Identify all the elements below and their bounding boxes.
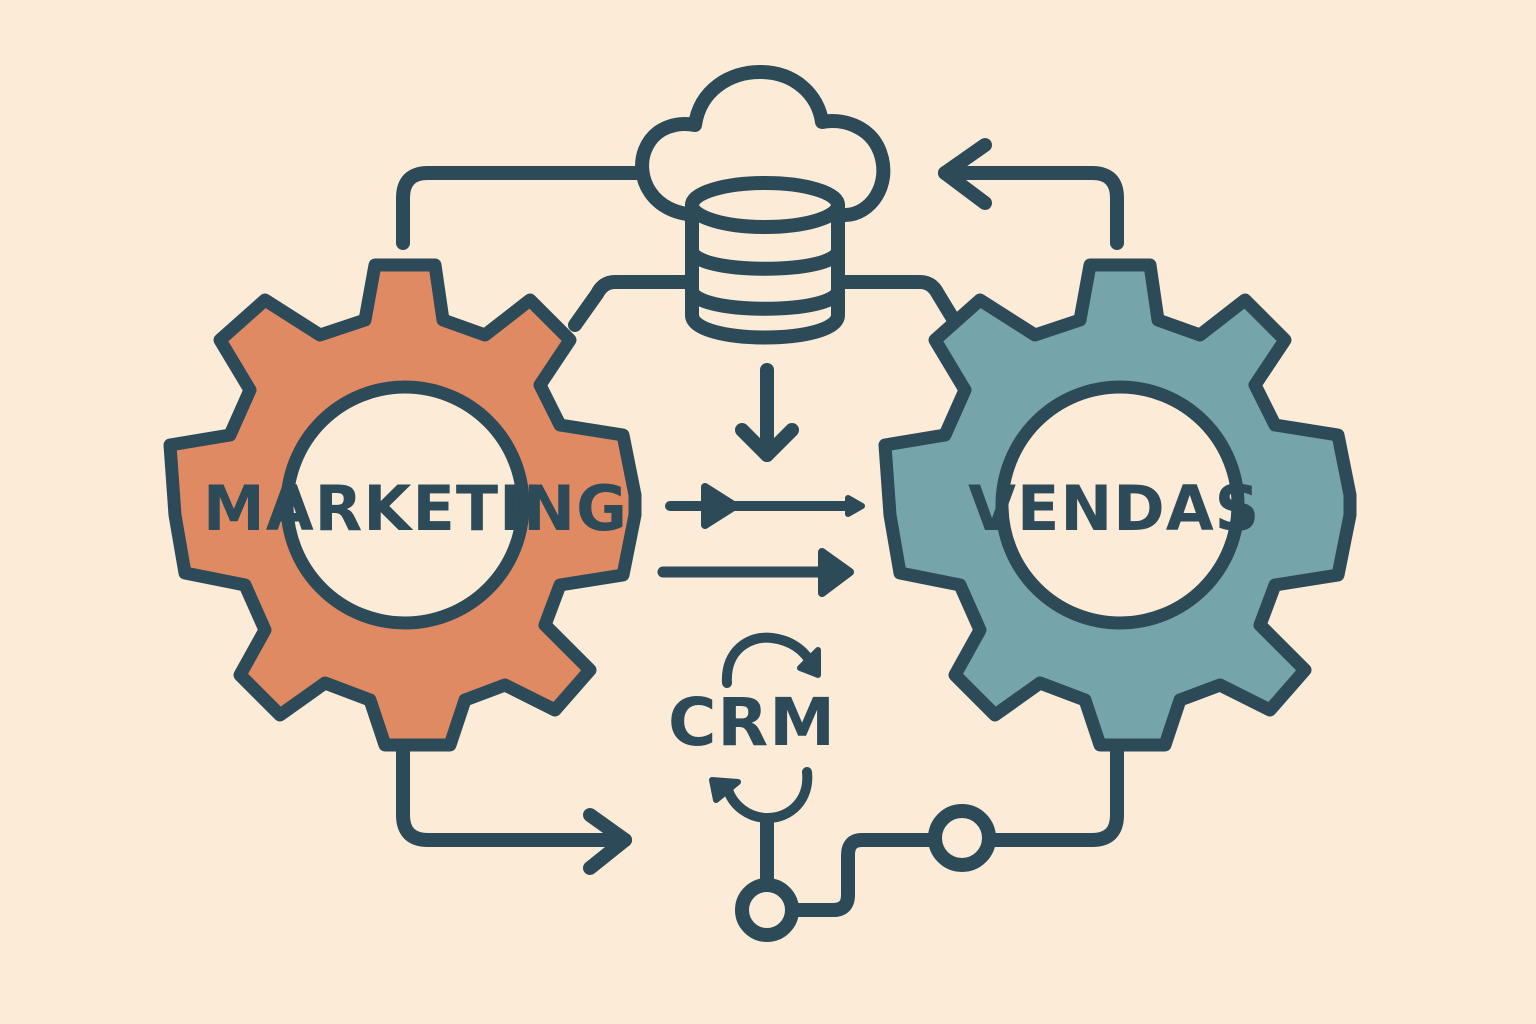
- crm-label: CRM: [668, 684, 836, 761]
- connector-marketing-cloud: [396, 166, 647, 250]
- connector-marketing-crm: [396, 743, 632, 875]
- marketing-label: MARKETING: [203, 472, 628, 545]
- cloud-icon: [635, 65, 891, 222]
- connector-vendas-crm: [735, 743, 1124, 942]
- connector-vendas-cloud: [938, 166, 1124, 250]
- connector-database-vendas: [831, 275, 962, 329]
- arrow-right-icon: [657, 548, 854, 597]
- vendas-label: VENDAS: [968, 472, 1261, 545]
- arrow-head-left-icon: [938, 138, 992, 210]
- node-circle-icon: [928, 804, 996, 872]
- arrow-down-icon: [735, 363, 799, 462]
- marketing-gear-icon: [163, 258, 642, 752]
- vendas-gear-icon: [878, 258, 1357, 752]
- arrow-right-icon: [665, 483, 865, 529]
- node-circle-icon: [735, 878, 799, 942]
- database-icon: [685, 176, 845, 345]
- connector-database-marketing: [568, 275, 699, 332]
